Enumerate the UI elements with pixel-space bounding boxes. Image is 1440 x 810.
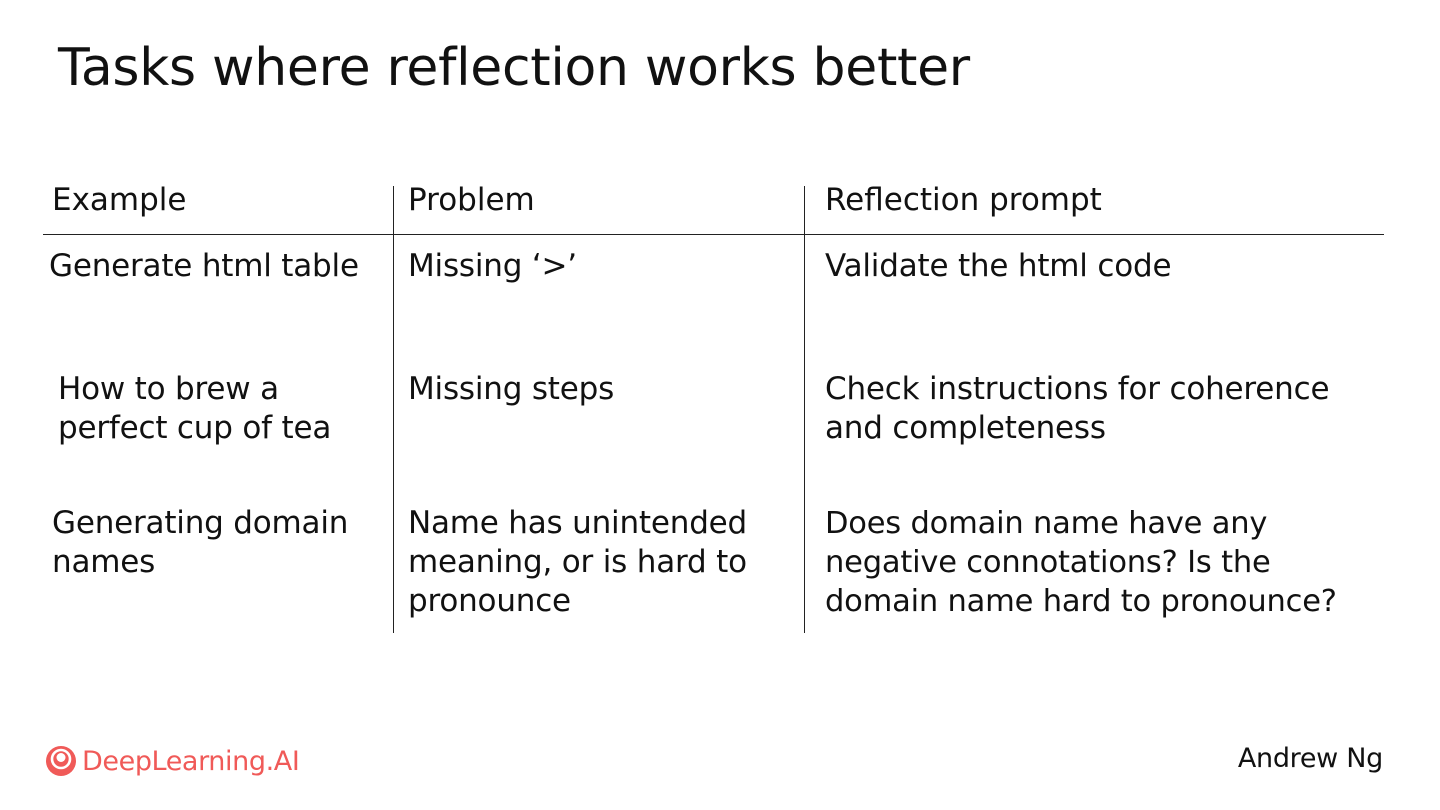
header-example: Example [52,182,187,218]
author-name: Andrew Ng [1237,743,1383,774]
cell-line: negative connotations? Is the [825,545,1271,580]
cell-line: domain name hard to pronounce? [825,584,1337,619]
cell-line: Missing ‘>’ [408,248,577,284]
cell-line: pronounce [408,583,571,619]
cell-line: Name has unintended [408,505,748,541]
cell-line: names [52,544,156,580]
column-divider-2 [804,186,805,633]
cell-line: Generating domain [52,505,349,541]
deeplearning-logo-icon [46,746,76,776]
slide-title: Tasks where reflection works better [58,38,970,98]
row-3-example: Generating domain names [52,504,348,582]
column-divider-1 [393,186,394,633]
header-reflection-prompt: Reflection prompt [825,182,1102,218]
deeplearning-logo: DeepLearning.AI [44,743,300,779]
cell-line: Does domain name have any [825,506,1268,541]
cell-line: meaning, or is hard to [408,544,747,580]
row-2-example: How to brew a perfect cup of tea [58,370,331,448]
brand-name: DeepLearning.AI [82,745,300,777]
cell-line: How to brew a [58,371,279,407]
row-2-problem: Missing steps [408,370,614,409]
header-divider [43,234,1384,235]
row-1-example: Generate html table [49,247,359,286]
cell-line: Validate the html code [825,248,1172,284]
row-3-prompt: Does domain name have any negative conno… [825,504,1337,621]
cell-line: perfect cup of tea [58,410,332,446]
cell-line: Generate html table [49,248,359,284]
header-problem: Problem [408,182,535,218]
row-1-prompt: Validate the html code [825,247,1172,286]
row-3-problem: Name has unintended meaning, or is hard … [408,504,747,621]
cell-line: Missing steps [408,371,615,407]
cell-line: and completeness [825,410,1106,446]
row-2-prompt: Check instructions for coherence and com… [825,370,1330,448]
row-1-problem: Missing ‘>’ [408,247,577,286]
cell-line: Check instructions for coherence [825,371,1330,407]
